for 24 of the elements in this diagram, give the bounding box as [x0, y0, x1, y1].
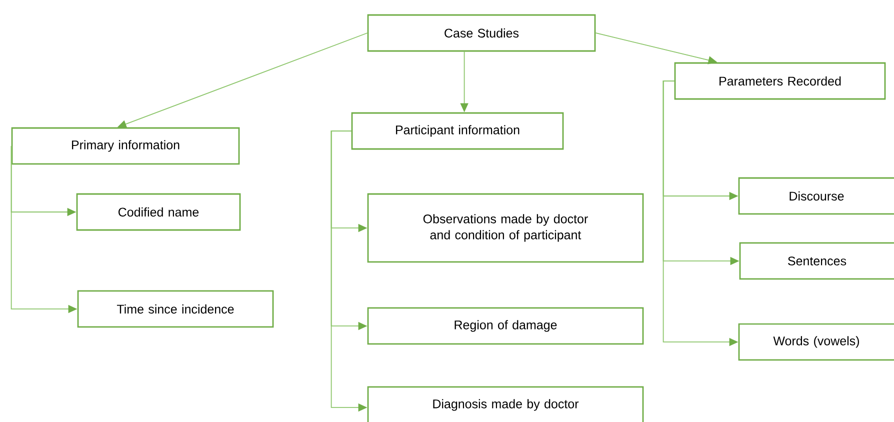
box-label: Discourse	[790, 191, 844, 201]
box-label: Primary information	[72, 140, 180, 152]
box-label: Time since incidence	[116, 304, 234, 314]
text-box	[351, 112, 564, 150]
text-box	[367, 386, 644, 422]
text-box	[738, 323, 894, 361]
text-box	[77, 290, 274, 328]
box-label: Case Studies	[444, 28, 519, 38]
box-label: Sentences	[788, 256, 846, 266]
text-box	[11, 127, 240, 165]
box-label: Words (vowels)	[773, 336, 859, 348]
text-box	[76, 193, 241, 231]
box-label: Participant information	[396, 125, 520, 137]
text-box	[738, 177, 894, 215]
box-label: Region of damage	[454, 320, 557, 332]
text-box	[674, 62, 886, 100]
text-box	[367, 307, 644, 345]
box-label: Codified name	[118, 207, 199, 217]
box-label: Diagnosis made by doctor	[433, 399, 579, 411]
text-box	[367, 14, 596, 52]
text-box	[367, 193, 644, 263]
box-label: Observations made by doctor and condition of participant	[423, 214, 588, 242]
text-box	[739, 242, 894, 280]
box-label: Parameters Recorded	[720, 76, 841, 86]
